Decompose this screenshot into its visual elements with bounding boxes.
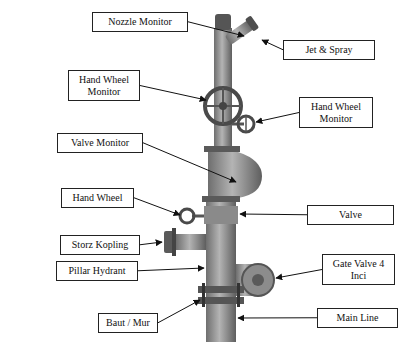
part-label: Main Line [322, 312, 393, 324]
label-box: Valve Monitor [57, 133, 143, 153]
leader-line [256, 113, 299, 123]
leader-line [238, 317, 317, 318]
leader-line [188, 22, 244, 36]
leader-line [143, 143, 236, 182]
label-box: Hand Wheel [61, 188, 134, 208]
nozzle [224, 15, 260, 46]
valve-monitor-body [208, 152, 262, 198]
part-label: Pillar Hydrant [61, 265, 133, 277]
label-box: Nozzle Monitor [92, 12, 188, 32]
hand-wheel [180, 209, 206, 223]
part-label: Nozzle Monitor [97, 16, 183, 28]
valve [204, 206, 238, 224]
label-box: Gate Valve 4 Inci [322, 254, 395, 285]
leader-line [276, 270, 322, 279]
part-label: Gate Valve 4 Inci [327, 258, 390, 281]
leader-line [158, 300, 200, 323]
leader-line [140, 242, 162, 245]
part-label: Baut / Mur [103, 317, 153, 329]
storz-coupling [164, 228, 206, 256]
leader-line [134, 198, 180, 215]
hand-wheel-monitor [205, 88, 241, 124]
leader-line [240, 214, 307, 216]
part-label: Valve Monitor [62, 137, 138, 149]
flange [204, 146, 240, 152]
part-label: Hand Wheel Monitor [73, 74, 135, 97]
flange [202, 196, 240, 202]
label-box: Pillar Hydrant [56, 261, 138, 281]
label-box: Main Line [317, 308, 398, 328]
label-box: Storz Kopling [60, 235, 140, 255]
part-label: Valve [312, 209, 389, 221]
label-box: Valve [307, 205, 394, 225]
top-cap [215, 14, 231, 30]
leader-line [138, 268, 204, 271]
leader-line [262, 40, 283, 50]
label-box: Hand Wheel Monitor [68, 70, 140, 101]
hand-wheel-monitor-small [232, 116, 254, 132]
bolts [202, 283, 240, 307]
part-label: Hand Wheel Monitor [304, 101, 368, 124]
label-box: Hand Wheel Monitor [299, 97, 373, 128]
part-label: Hand Wheel [66, 192, 129, 204]
part-label: Jet & Spray [288, 44, 370, 56]
label-box: Jet & Spray [283, 40, 375, 60]
part-label: Storz Kopling [65, 239, 135, 251]
leader-line [140, 86, 206, 101]
label-box: Baut / Mur [98, 313, 158, 333]
